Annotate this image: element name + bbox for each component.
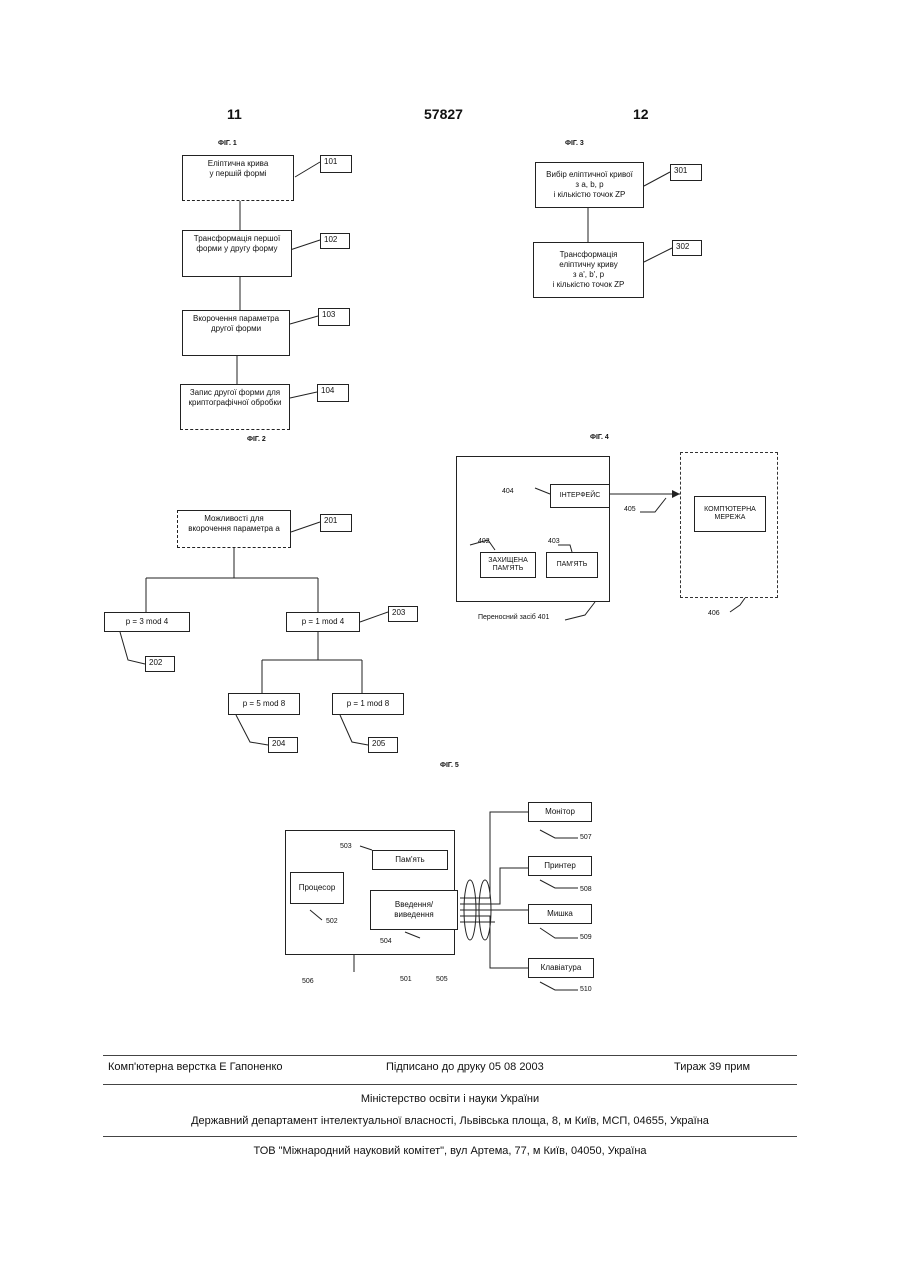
ref-501: 501 (400, 976, 412, 983)
fig3-box-select: Вибір еліптичної кривої з a, b, p і кіль… (535, 162, 644, 208)
fig4-network: КОМП'ЮТЕРНА МЕРЕЖА (694, 496, 766, 532)
fig4-label: ФІГ. 4 (590, 434, 609, 441)
ref-301: 301 (670, 164, 702, 181)
ref-202: 202 (145, 656, 175, 672)
fig4-protected-memory: ЗАХИЩЕНА ПАМ'ЯТЬ (480, 552, 536, 578)
fig5-io: Введення/ виведення (370, 890, 458, 930)
ref-506: 506 (302, 978, 314, 985)
fig1-box-shorten: Вкорочення параметра другої форми (182, 310, 290, 356)
ref-504: 504 (380, 938, 392, 945)
footer-signed: Підписано до друку 05 08 2003 (386, 1061, 544, 1073)
fig4-interface: ІНТЕРФЕЙС (550, 484, 610, 508)
ref-203: 203 (388, 606, 418, 622)
fig3-box-transform: Трансформація еліптичну криву з a', b', … (533, 242, 644, 298)
footer-rule-2 (103, 1084, 797, 1085)
ref-509: 509 (580, 934, 592, 941)
fig5-memory: Пам'ять (372, 850, 448, 870)
fig2-box-p3mod4: p = 3 mod 4 (104, 612, 190, 632)
ref-103: 103 (318, 308, 350, 326)
ref-101: 101 (320, 155, 352, 173)
fig1-label: ФІГ. 1 (218, 140, 237, 147)
fig5-mouse: Мишка (528, 904, 592, 924)
ref-104: 104 (317, 384, 349, 402)
fig5-label: ФІГ. 5 (440, 762, 459, 769)
footer-ministry: Міністерство освіти і науки України (0, 1093, 900, 1105)
ref-505: 505 (436, 976, 448, 983)
fig1-box-transform: Трансформація першої форми у другу форму (182, 230, 292, 277)
ref-503: 503 (340, 843, 352, 850)
footer-circulation: Тираж 39 прим (674, 1061, 750, 1073)
footer-rule-3 (103, 1136, 797, 1137)
fig4-carrier-label: Переносний засіб 401 (478, 614, 549, 621)
footer-layout: Комп'ютерна верстка Е Гапоненко (108, 1061, 283, 1073)
fig3-label: ФІГ. 3 (565, 140, 584, 147)
ref-302: 302 (672, 240, 702, 256)
ref-204: 204 (268, 737, 298, 753)
fig1-box-curve: Еліптична крива у першій формі (182, 155, 294, 201)
fig1-box-record: Запис другої форми для криптографічної о… (180, 384, 290, 430)
ref-404: 404 (502, 488, 514, 495)
ref-502: 502 (326, 918, 338, 925)
ref-201: 201 (320, 514, 352, 532)
ref-508: 508 (580, 886, 592, 893)
fig4-carrier-box (456, 456, 610, 602)
fig5-monitor: Монітор (528, 802, 592, 822)
ref-205: 205 (368, 737, 398, 753)
fig4-memory: ПАМ'ЯТЬ (546, 552, 598, 578)
ref-402: 402 (478, 538, 490, 545)
fig5-processor: Процесор (290, 872, 344, 904)
fig2-box-options: Можливості для вкорочення параметра a (177, 510, 291, 548)
fig2-box-p1mod4: p = 1 mod 4 (286, 612, 360, 632)
fig2-box-p1mod8: p = 1 mod 8 (332, 693, 404, 715)
ref-102: 102 (320, 233, 350, 249)
fig2-box-p5mod8: p = 5 mod 8 (228, 693, 300, 715)
footer-rule-1 (103, 1055, 797, 1056)
ref-405: 405 (624, 506, 636, 513)
ref-403: 403 (548, 538, 560, 545)
ref-507: 507 (580, 834, 592, 841)
footer-printer: ТОВ "Міжнародний науковий комітет", вул … (0, 1145, 900, 1157)
fig5-printer: Принтер (528, 856, 592, 876)
ref-510: 510 (580, 986, 592, 993)
ref-406: 406 (708, 610, 720, 617)
footer-department: Державний департамент інтелектуальної вл… (0, 1115, 900, 1127)
fig2-label: ФІГ. 2 (247, 436, 266, 443)
fig5-keyboard: Клавіатура (528, 958, 594, 978)
